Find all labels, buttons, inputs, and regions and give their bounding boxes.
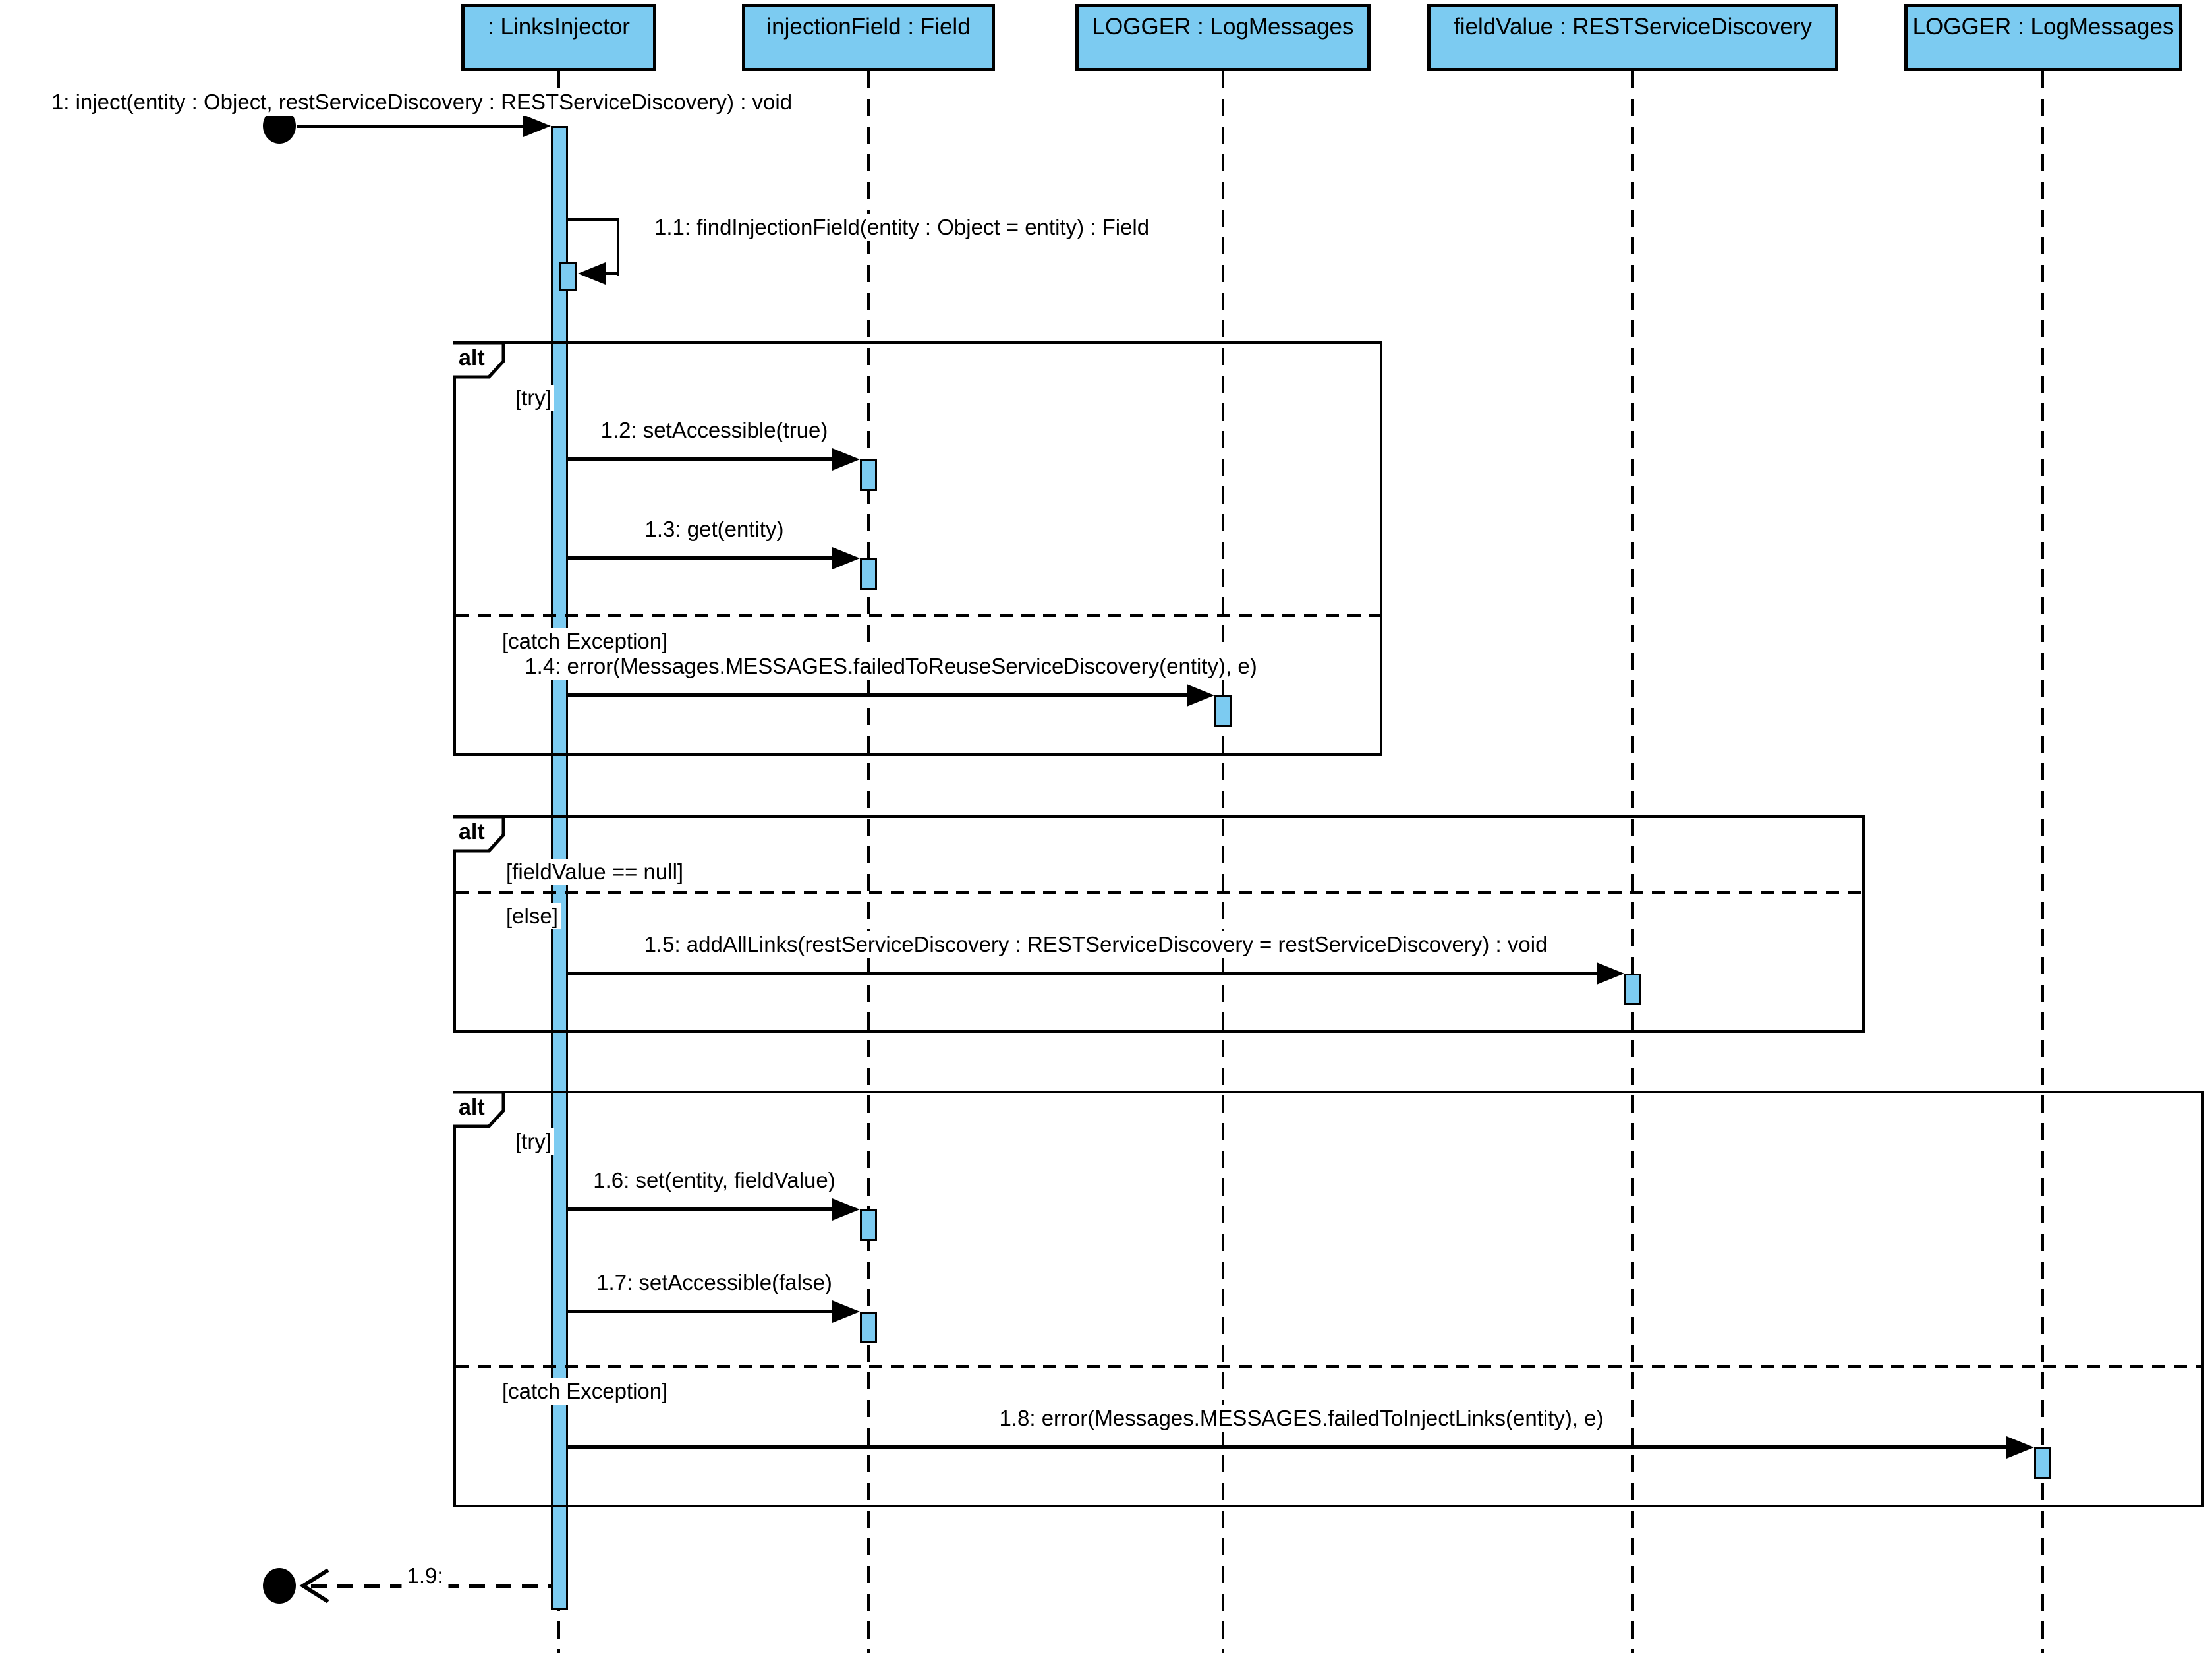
message-1-1-line-top [568,218,619,221]
lifeline-field-value [1631,71,1634,1653]
operator-pentagon-icon [453,815,505,853]
operator-pentagon-icon [453,1090,505,1128]
arrowhead-icon [832,547,860,569]
activation-error-reuse [1214,695,1232,727]
message-1-5-label: 1.5: addAllLinks(restServiceDiscovery : … [638,931,1553,958]
activation-set-accessible-true [860,459,877,491]
operator-pentagon-icon [453,341,505,379]
guard-fieldvalue-null: [fieldValue == null] [503,859,687,885]
message-1-1-line-bottom [604,272,619,275]
message-1-3-label: 1.3: get(entity) [639,515,789,543]
lifeline-head-field-value: fieldValue : RESTServiceDiscovery [1427,4,1838,71]
guard-catch-exception-1: [catch Exception] [499,628,671,654]
activation-set-accessible-false [860,1312,877,1343]
alt-frame-1 [453,341,1382,756]
alt-operator-label: alt [459,1095,485,1120]
arrowhead-icon [1597,962,1624,985]
alt-frame-2 [453,815,1865,1033]
message-1-3-line [568,556,832,560]
activation-get-entity [860,558,877,590]
alt-frame-1-operator: alt [453,341,507,381]
arrowhead-icon [832,1198,860,1221]
activation-self-call [559,262,577,291]
arrowhead-icon [832,448,860,471]
activation-add-all-links [1624,974,1641,1005]
arrowhead-icon [1187,684,1214,707]
lifeline-head-links-injector: : LinksInjector [461,4,656,71]
alt-frame-3 [453,1091,2204,1507]
lifeline-logger-2 [2041,71,2044,1653]
alt-operator-label: alt [459,345,485,370]
alt-frame-2-divider [456,891,1862,894]
message-1-4-line [568,693,1187,697]
lifeline-head-logger-1: LOGGER : LogMessages [1075,4,1371,71]
message-1-label: 1: inject(entity : Object, restServiceDi… [45,88,798,116]
return-message-circle [263,1568,296,1604]
message-1-9-label: 1.9: [401,1562,449,1590]
lifeline-head-injection-field: injectionField : Field [742,4,995,71]
guard-try-2: [try] [513,1128,554,1155]
arrowhead-icon [832,1300,860,1323]
guard-catch-exception-2: [catch Exception] [499,1378,671,1405]
message-1-8-label: 1.8: error(Messages.MESSAGES.failedToInj… [994,1405,1609,1432]
message-1-2-label: 1.2: setAccessible(true) [595,417,834,444]
message-1-7-label: 1.7: setAccessible(false) [591,1269,837,1296]
alt-frame-1-divider [456,614,1380,617]
open-arrowhead-icon [298,1566,332,1609]
message-1-2-line [568,457,832,461]
arrowhead-icon [2006,1436,2034,1459]
message-1-6-line [568,1207,832,1211]
alt-frame-3-divider [456,1365,2201,1368]
lifeline-head-logger-2: LOGGER : LogMessages [1904,4,2182,71]
arrowhead-icon [523,115,551,137]
message-1-8-line [568,1445,2006,1449]
arrowhead-icon [578,262,606,285]
lifeline-logger-1 [1222,71,1224,1653]
activation-error-inject [2034,1447,2051,1479]
alt-operator-label: alt [459,819,485,844]
alt-frame-3-operator: alt [453,1090,507,1130]
message-1-line [297,125,525,128]
message-1-5-line [568,972,1597,975]
lifeline-injection-field [867,71,870,1653]
message-1-1-label: 1.1: findInjectionField(entity : Object … [649,214,1155,241]
message-1-6-label: 1.6: set(entity, fieldValue) [588,1167,841,1194]
message-1-1-line-right [617,218,619,276]
guard-else: [else] [503,903,561,929]
activation-set-entity [860,1209,877,1241]
message-1-4-label: 1.4: error(Messages.MESSAGES.failedToReu… [519,653,1262,680]
alt-frame-2-operator: alt [453,815,507,855]
message-1-7-line [568,1310,832,1313]
guard-try-1: [try] [513,385,554,411]
